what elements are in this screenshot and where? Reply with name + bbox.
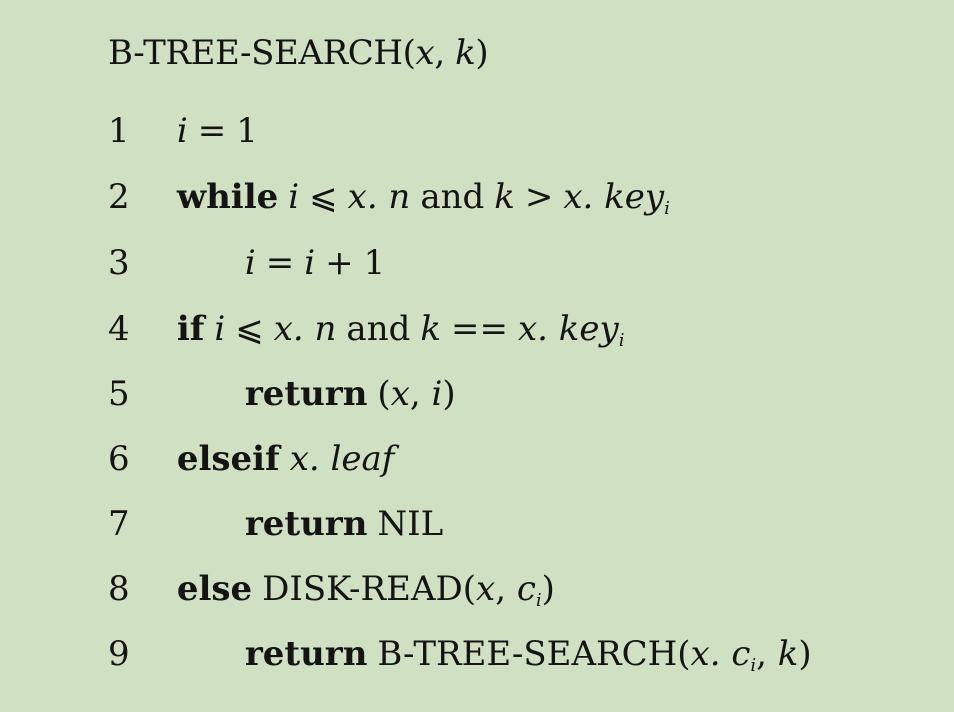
variable-i: i <box>176 111 188 151</box>
procedure-name: B-TREE-SEARCH <box>108 33 403 73</box>
line-number: 3 <box>108 243 130 283</box>
return-keyword: return <box>244 504 368 544</box>
code-line-5: 5 return(x, i) <box>108 377 456 411</box>
code-line-3: 3 i=i+1 <box>108 246 385 280</box>
assign-operator: = <box>197 111 227 151</box>
while-keyword: while <box>176 177 279 217</box>
close-paren: ) <box>541 569 555 609</box>
argument-separator: , <box>409 374 432 414</box>
subscript-i: i <box>750 655 757 676</box>
close-paren: ) <box>442 374 456 414</box>
subscript-i: i <box>535 590 542 611</box>
greater-operator: > <box>524 177 554 217</box>
elseif-keyword: elseif <box>176 439 280 479</box>
argument-x: x <box>476 569 496 609</box>
variable-i: i <box>288 177 300 217</box>
else-keyword: else <box>176 569 253 609</box>
less-equal-operator: ⩽ <box>309 177 338 217</box>
close-paren: ) <box>475 33 489 73</box>
disk-read-call: DISK-READ <box>262 569 463 609</box>
nil-value: NIL <box>377 504 444 544</box>
close-paren: ) <box>798 634 812 674</box>
line-number: 4 <box>108 309 130 349</box>
initial-value: 1 <box>236 111 258 151</box>
subscript-i: i <box>664 198 670 219</box>
line-number: 7 <box>108 504 130 544</box>
and-keyword: and <box>420 177 485 217</box>
if-keyword: if <box>176 309 205 349</box>
argument-separator: , <box>756 634 778 674</box>
plus-operator: + <box>325 243 354 283</box>
less-equal-operator: ⩽ <box>235 309 264 349</box>
open-paren: ( <box>402 33 416 73</box>
variable-i: i <box>244 243 256 283</box>
open-paren: ( <box>677 634 691 674</box>
variable-k: k <box>420 309 441 349</box>
variable-k: k <box>494 177 515 217</box>
variable-i: i <box>214 309 226 349</box>
assign-operator: = <box>265 243 295 283</box>
argument-x-c: x. c <box>690 634 751 674</box>
expression-x-n: x. n <box>347 177 411 217</box>
algorithm-title: B-TREE-SEARCH(x, k) <box>108 33 489 73</box>
and-keyword: and <box>346 309 411 349</box>
line-number: 6 <box>108 439 130 479</box>
return-keyword: return <box>244 634 368 674</box>
expression-x-key: x. key <box>517 309 619 349</box>
argument-x: x <box>390 374 410 414</box>
variable-i: i <box>304 243 316 283</box>
expression-x-n: x. n <box>273 309 337 349</box>
argument-i: i <box>431 374 443 414</box>
line-number: 9 <box>108 634 130 674</box>
expression-x-key: x. key <box>563 177 665 217</box>
argument-separator: , <box>495 569 517 609</box>
open-paren: ( <box>462 569 477 609</box>
line-number: 1 <box>108 111 130 151</box>
argument-x: x <box>415 33 435 73</box>
argument-k: k <box>455 33 476 73</box>
line-number: 2 <box>108 177 130 217</box>
argument-c: c <box>516 569 536 609</box>
recursive-call: B-TREE-SEARCH <box>377 634 678 674</box>
line-number: 8 <box>108 569 130 609</box>
code-line-1: 1 i=1 <box>108 114 258 148</box>
argument-k: k <box>777 634 799 674</box>
increment-value: 1 <box>363 243 386 283</box>
line-number: 5 <box>108 374 130 414</box>
expression-x-leaf: x. leaf <box>289 439 395 479</box>
subscript-i: i <box>618 330 625 351</box>
argument-separator: , <box>434 33 456 73</box>
return-keyword: return <box>244 374 368 414</box>
equality-operator: == <box>450 309 508 349</box>
open-paren: ( <box>377 374 391 414</box>
